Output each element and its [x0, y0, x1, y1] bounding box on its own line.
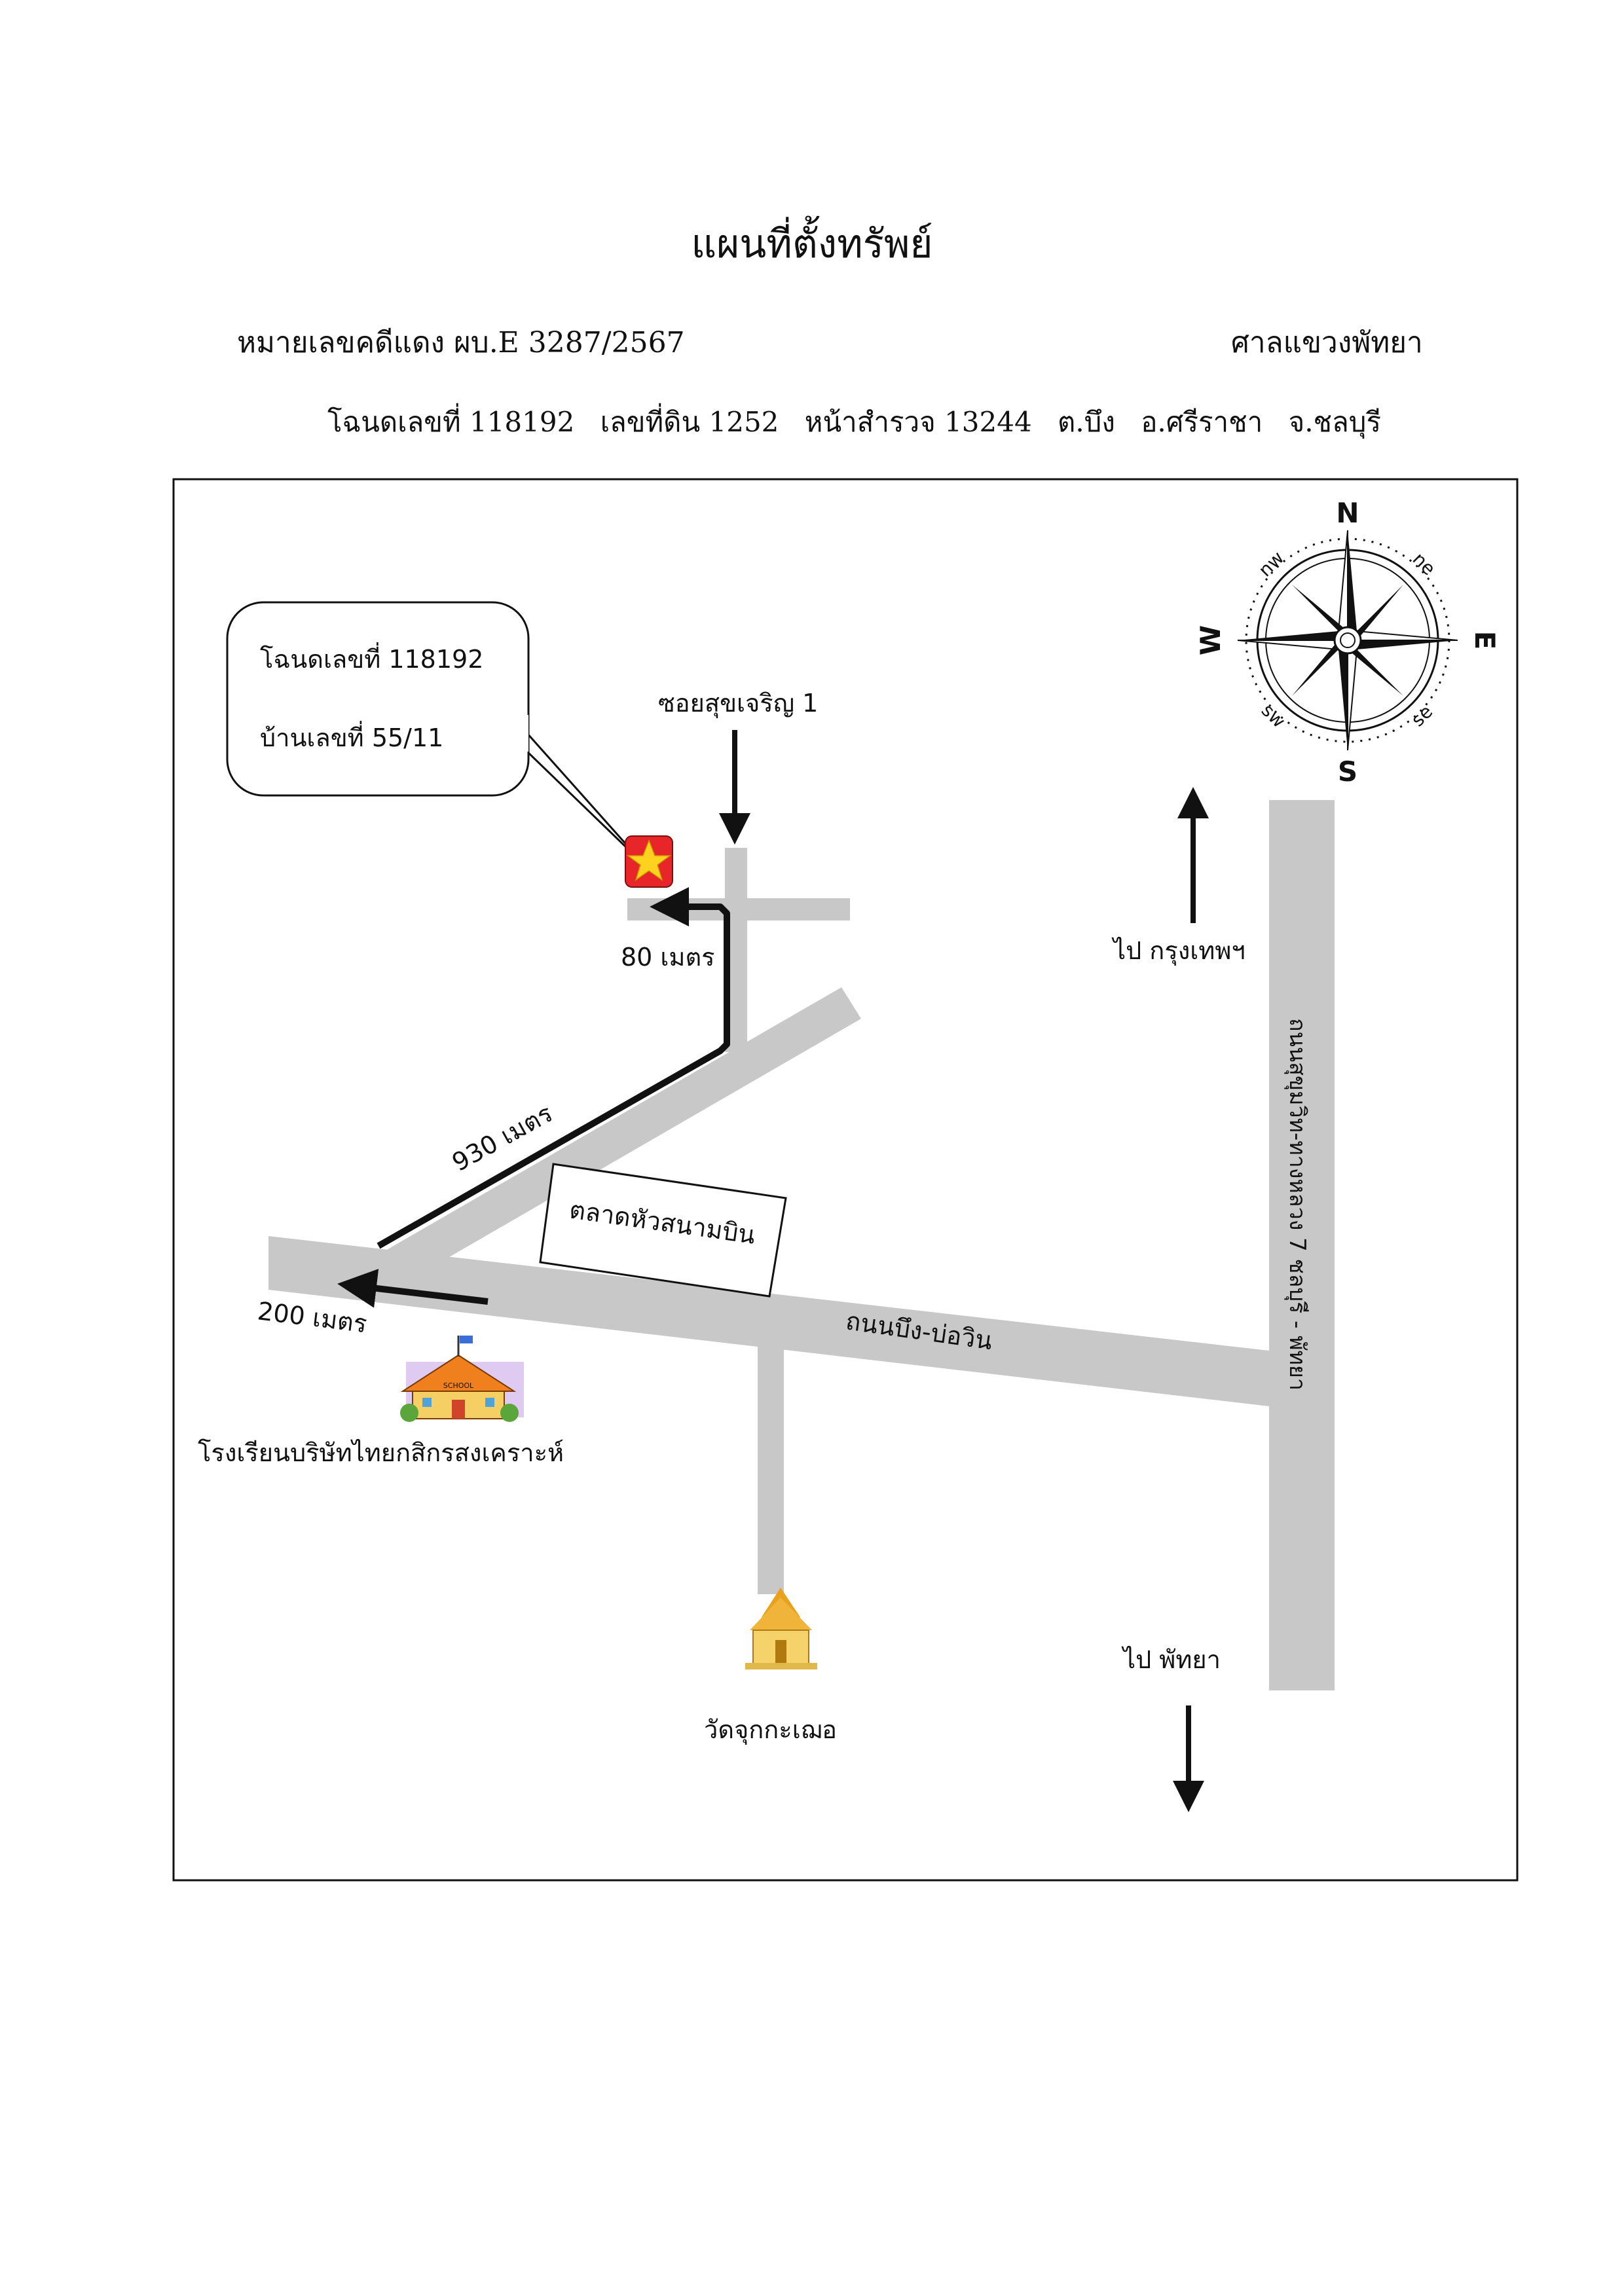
compass-ne: ne: [1409, 548, 1440, 579]
distance-80m: 80 เมตร: [621, 943, 715, 972]
highway-label: ถนนสุขุมวิท-ทางหลวง 7 ชลบุรี - พัทยา: [1284, 1018, 1310, 1391]
to-pattaya-label: ไป พัทยา: [1121, 1645, 1221, 1674]
road-highway-7: [1269, 800, 1335, 1690]
land-number: เลขที่ดิน 1252: [600, 406, 779, 438]
deed-info-line: โฉนดเลขที่ 118192 เลขที่ดิน 1252 หน้าสำร…: [327, 401, 1398, 444]
property-callout: โฉนดเลขที่ 118192 บ้านเลขที่ 55/11: [226, 601, 646, 867]
road-bueng-bowin: [268, 1236, 1280, 1408]
route-path: [377, 887, 730, 1249]
roads: [268, 800, 1335, 1690]
distance-200m: 200 เมตร: [256, 1296, 369, 1338]
compass-e: E: [1469, 631, 1501, 650]
subdistrict: ต.บึง: [1058, 406, 1115, 438]
soi-label: ซอยสุขเจริญ 1: [658, 689, 818, 718]
province: จ.ชลบุรี: [1288, 406, 1382, 438]
compass-n: N: [1336, 497, 1359, 529]
map-frame: [172, 478, 1519, 1882]
compass-s: S: [1338, 756, 1357, 788]
compass-w: W: [1194, 625, 1227, 655]
road-diagonal: [377, 987, 861, 1269]
court-name: ศาลแขวงพัทยา: [1231, 326, 1423, 359]
temple-icon: [745, 1588, 817, 1669]
to-bangkok-label: ไป กรุงเทพฯ: [1111, 936, 1246, 966]
page-title: แผนที่ตั้งทรัพย์: [691, 221, 933, 267]
market-box: ตลาดหัวสนามบิน: [539, 1163, 787, 1298]
case-number: หมายเลขคดีแดง ผบ.E 3287/2567: [237, 326, 685, 359]
road-to-temple: [758, 1332, 784, 1594]
callout-deed: โฉนดเลขที่ 118192: [260, 642, 483, 674]
property-marker-icon: [625, 835, 673, 888]
callout-house: บ้านเลขที่ 55/11: [260, 721, 443, 752]
temple-label: วัดจุกกะเฌอ: [704, 1715, 837, 1745]
district: อ.ศรีราชา: [1141, 406, 1263, 438]
survey-page: หน้าสำรวจ 13244: [804, 406, 1032, 438]
arrow-200m: [337, 1269, 489, 1308]
deed-number: โฉนดเลขที่ 118192: [327, 406, 575, 438]
school-label: โรงเรียนบริษัทไทยกสิกรสงเคราะห์: [198, 1438, 564, 1467]
compass-rose-icon: N S E W nw ne sw se: [1194, 497, 1501, 788]
school-icon: SCHOOL: [400, 1336, 524, 1422]
school-sign: SCHOOL: [443, 1381, 474, 1390]
